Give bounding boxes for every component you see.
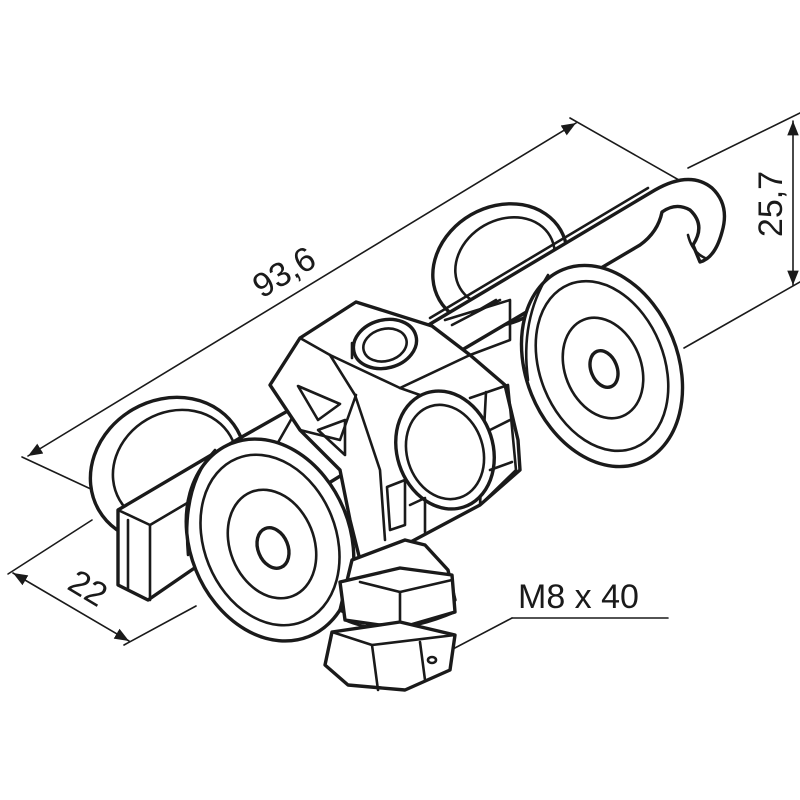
center-hub bbox=[394, 383, 518, 511]
length-dimension-line bbox=[27, 122, 577, 457]
bottom-bolt-assembly bbox=[323, 538, 457, 692]
roller-carriage bbox=[88, 177, 727, 692]
height-label: 25,7 bbox=[752, 171, 790, 237]
frame-windows bbox=[296, 298, 498, 534]
height-extension-top bbox=[687, 112, 800, 169]
width-dimension: 22 bbox=[7, 519, 197, 646]
bolt-callout: M8 x 40 bbox=[431, 578, 669, 661]
width-extension-right bbox=[123, 605, 197, 646]
wheel-front-left bbox=[184, 437, 356, 643]
bolt-label: M8 x 40 bbox=[518, 578, 639, 616]
height-extension-bottom bbox=[683, 281, 800, 349]
top-rail-bracket bbox=[418, 177, 727, 352]
width-dimension-line bbox=[12, 572, 130, 642]
length-label: 93,6 bbox=[246, 239, 322, 306]
width-extension-left bbox=[7, 519, 93, 575]
height-dimension: 25,7 bbox=[683, 112, 800, 349]
top-bolt-hole bbox=[350, 317, 419, 371]
wheel-front-right bbox=[519, 263, 685, 469]
